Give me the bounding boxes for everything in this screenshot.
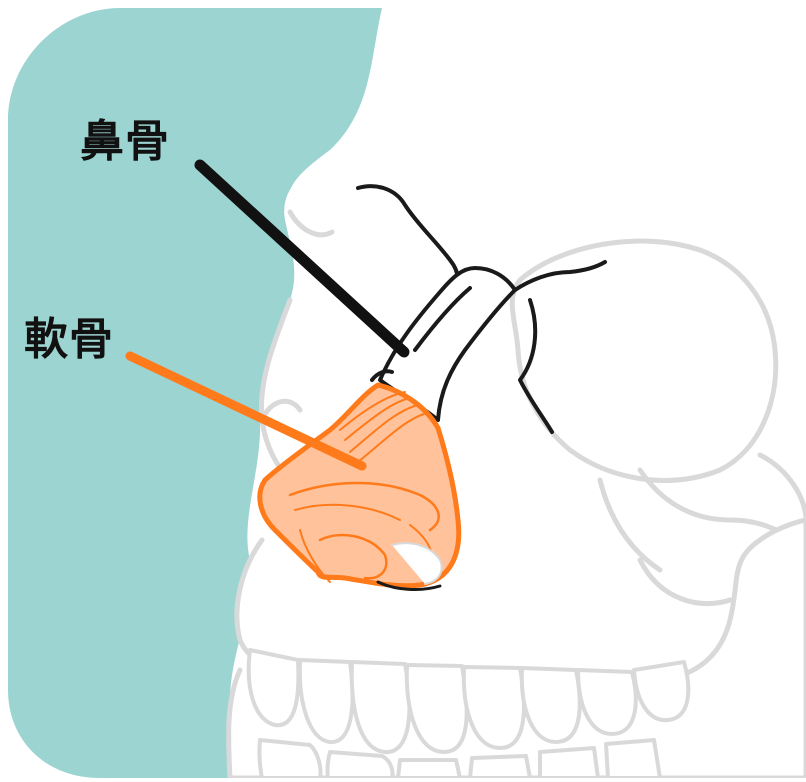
nasal-bone-label: 鼻骨 [80,120,170,164]
cartilage-label: 軟骨 [24,318,114,362]
nasal-cartilage [260,385,459,589]
